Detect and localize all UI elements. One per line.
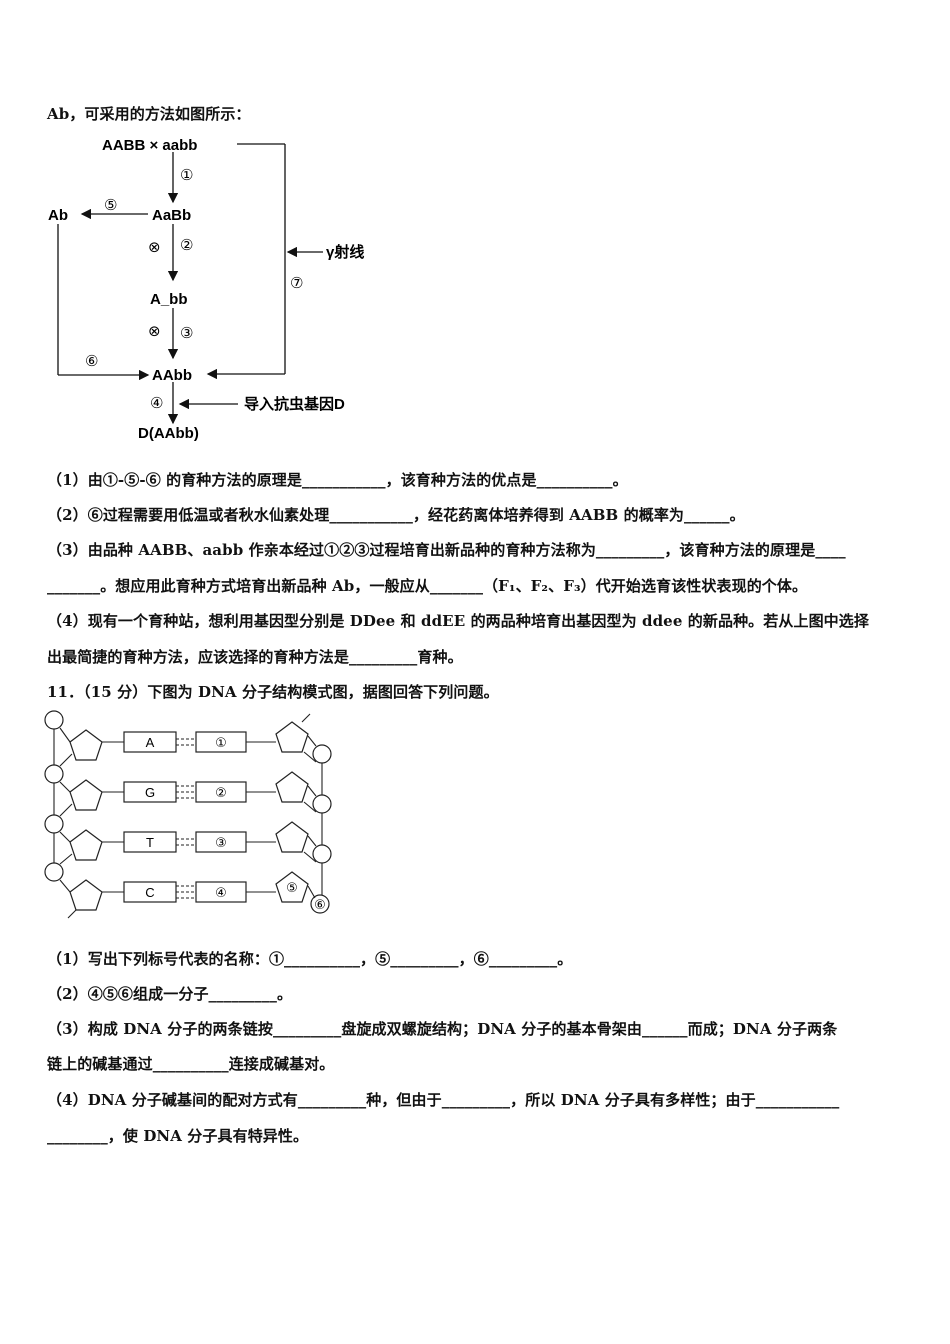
base-g-label: G <box>145 785 155 800</box>
step6-label: ⑥ <box>85 353 98 370</box>
dna-diagram: A G T C ① ② ③ ④ ⑤ ⑥ <box>44 710 332 919</box>
sugar-5-label: ⑤ <box>286 880 298 895</box>
step4-label: ④ <box>150 395 163 412</box>
sugar-left-3 <box>69 829 103 861</box>
base-4-label: ④ <box>215 885 227 900</box>
selfing-symbol-1: ⊗ <box>148 239 161 256</box>
phosphate-left-3 <box>44 814 64 834</box>
q11-header: 11．（15 分）下图为 DNA 分子结构模式图，据图回答下列问题。 <box>47 683 499 701</box>
f2-label: A_bb <box>150 291 188 308</box>
step2-label: ② <box>180 237 193 254</box>
gamma-label: γ射线 <box>326 243 364 261</box>
step3-label: ③ <box>180 325 193 342</box>
step7-label: ⑦ <box>290 275 303 292</box>
phosphate-left-1 <box>44 710 64 730</box>
phosphate-left-4 <box>44 862 64 882</box>
sugar-right-2 <box>275 771 309 803</box>
base-c-label: C <box>145 885 154 900</box>
selfing-symbol-2: ⊗ <box>148 323 161 340</box>
aabb-target-label: AAbb <box>152 367 192 384</box>
q11-part3b: 链上的碱基通过__________连接成碱基对。 <box>47 1055 335 1073</box>
q11-part4a: （4）DNA 分子碱基间的配对方式有_________种，但由于________… <box>47 1091 840 1109</box>
step5-label: ⑤ <box>104 197 117 214</box>
phosphate-left-2 <box>44 764 64 784</box>
f1-label: AaBb <box>152 207 191 224</box>
q11-part3a: （3）构成 DNA 分子的两条链按_________盘旋成双螺旋结构；DNA 分… <box>47 1020 838 1038</box>
base-a-label: A <box>146 735 155 750</box>
sugar-right-4 <box>275 871 309 903</box>
sugar-left-4 <box>69 879 103 911</box>
intro-text: Ab，可采用的方法如图所示： <box>47 105 251 123</box>
q11-part2: （2）④⑤⑥组成一分子_________。 <box>47 985 293 1003</box>
base-3-label: ③ <box>215 835 227 850</box>
q11-part1: （1）写出下列标号代表的名称：①__________，⑤_________，⑥_… <box>47 950 573 968</box>
q10-part3b: _______。想应用此育种方式培育出新品种 Ab，一般应从_______（F₁… <box>47 577 808 595</box>
phosphate-right-2 <box>312 794 332 814</box>
ab-label: Ab <box>48 207 68 224</box>
gene-label: 导入抗虫基因D <box>244 395 345 413</box>
phosphate-right-1 <box>312 744 332 764</box>
step1-label: ① <box>180 167 193 184</box>
sugar-left-2 <box>69 779 103 811</box>
q10-part4a: （4）现有一个育种站，想利用基因型分别是 DDee 和 ddEE 的两品种培育出… <box>47 612 869 630</box>
base-t-label: T <box>146 835 154 850</box>
sugar-left-1 <box>69 729 103 761</box>
q10-part4b: 出最简捷的育种方法，应该选择的育种方法是_________育种。 <box>47 648 463 666</box>
phosphate-right-4 <box>310 894 330 914</box>
q10-part2: （2）⑥过程需要用低温或者秋水仙素处理___________，经花药离体培养得到… <box>47 506 745 524</box>
q10-part1: （1）由①-⑤-⑥ 的育种方法的原理是___________，该育种方法的优点是… <box>47 471 628 489</box>
sugar-right-3 <box>275 821 309 853</box>
parents-label: AABB × aabb <box>102 137 197 154</box>
phosphate-6-label: ⑥ <box>314 897 326 912</box>
q11-part4b: ________，使 DNA 分子具有特异性。 <box>47 1127 309 1145</box>
q10-part3a: （3）由品种 AABB、aabb 作亲本经过①②③过程培育出新品种的育种方法称为… <box>47 541 846 559</box>
sugar-right-1 <box>275 721 309 753</box>
base-1-label: ① <box>215 735 227 750</box>
breeding-diagram: AABB × aabb AaBb A_bb AAbb Ab D(AAbb) γ射… <box>48 137 364 442</box>
product-label: D(AAbb) <box>138 425 199 442</box>
phosphate-right-3 <box>312 844 332 864</box>
base-2-label: ② <box>215 785 227 800</box>
